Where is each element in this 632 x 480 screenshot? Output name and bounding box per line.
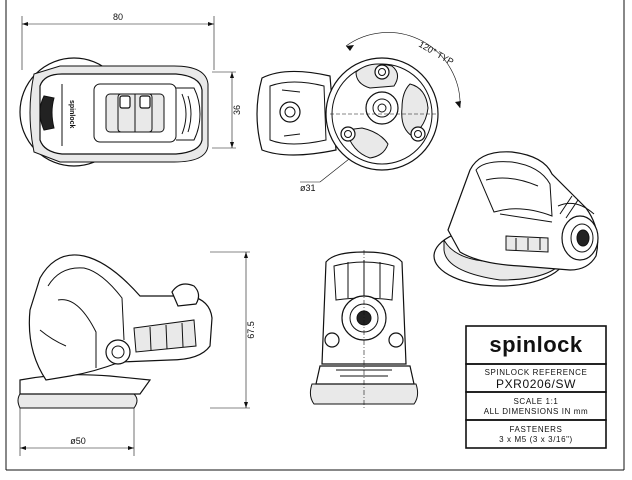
dim-base-diameter: ø50 xyxy=(70,436,86,446)
isometric-view xyxy=(433,151,599,287)
title-block-scale: SCALE 1:1 xyxy=(514,397,559,406)
front-view: 67.5 ø50 xyxy=(17,251,256,456)
title-block: spinlock SPINLOCK REFERENCE PXR0206/SW S… xyxy=(465,325,607,449)
title-block-fasteners: 3 x M5 (3 x 3/16") xyxy=(499,435,573,444)
title-block-reference: PXR0206/SW xyxy=(496,377,576,391)
title-block-brand: spinlock xyxy=(489,332,583,357)
top-view: 80 36 spinlock xyxy=(19,12,242,167)
title-block-units: ALL DIMENSIONS IN mm xyxy=(484,407,589,416)
dim-top-width: 80 xyxy=(113,12,123,22)
title-block-reference-label: SPINLOCK REFERENCE xyxy=(485,368,588,377)
title-block-fasteners-label: FASTENERS xyxy=(510,425,563,434)
dim-side-diameter: ø31 xyxy=(300,183,316,193)
dim-rotation: 120° TYP xyxy=(417,39,455,67)
side-view: 120° TYP ø31 xyxy=(256,32,461,193)
end-view xyxy=(309,250,419,410)
svg-text:spinlock: spinlock xyxy=(68,100,75,129)
dim-front-height: 67.5 xyxy=(246,321,256,339)
dim-top-height: 36 xyxy=(232,105,242,115)
